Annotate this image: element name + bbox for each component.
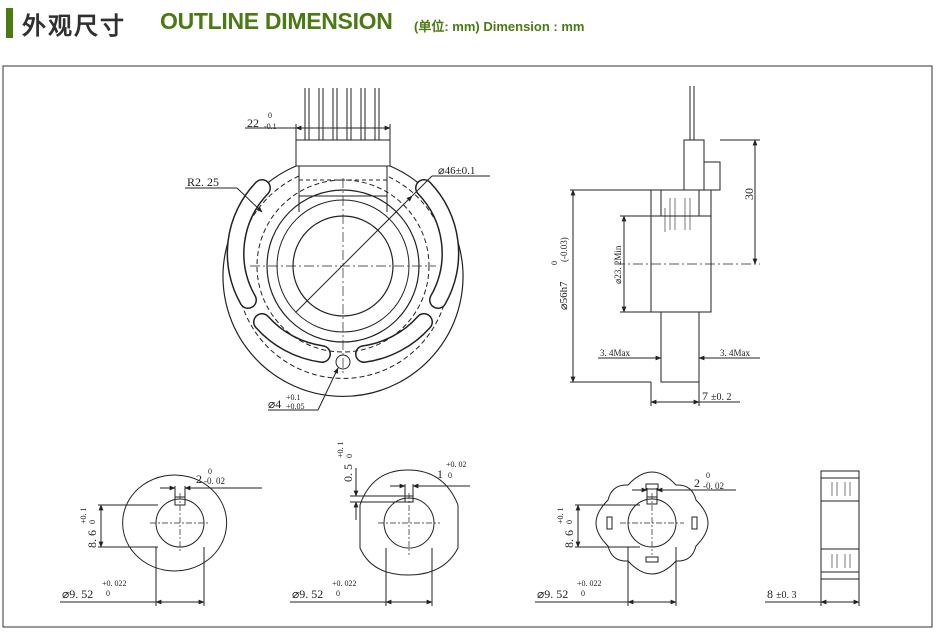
right-max-label: 3. 4Max — [720, 348, 750, 358]
hole-tol-upper: +0.1 — [286, 393, 301, 402]
shaft2-depth-tol-lower: 0 — [345, 454, 354, 458]
shaft1-dia: ⌀9. 52 — [62, 587, 93, 601]
shaft3-dia-tol-upper: +0. 022 — [577, 579, 602, 588]
sleeve-width: 8 — [767, 587, 773, 601]
shaft-view-3 — [535, 471, 736, 606]
shaft-view-1-labels: 2 0 -0. 02 8. 6 +0. 1 0 ⌀9. 52 +0. 022 0 — [62, 467, 225, 601]
outer-dia-label: ⌀46±0.1 — [438, 165, 475, 177]
title-english: OUTLINE DIMENSION — [160, 8, 393, 34]
shaft3-dia-tol-lower: 0 — [581, 589, 585, 598]
shaft1-flat-tol-upper: +0. 1 — [79, 507, 88, 524]
shaft1-dia-tol-lower: 0 — [106, 589, 110, 598]
inner-min-label: ⌀23. 2Min — [613, 245, 623, 284]
shaft-view-2 — [290, 468, 470, 606]
shaft2-key-tol-lower: 0 — [448, 471, 452, 480]
hole-dia-value: ⌀4 — [268, 397, 281, 411]
page-header: 外观尺寸 OUTLINE DIMENSION (单位: mm) Dimensio… — [0, 0, 937, 44]
width-dim-tol-upper: 0 — [268, 111, 272, 120]
shaft1-dia-tol-upper: +0. 022 — [102, 579, 127, 588]
shaft2-key-tol-upper: +0. 02 — [446, 460, 467, 469]
side-view-labels: 30 ⌀56h7 0 (-0.03) ⌀23. 2Min 3. 4Max 3. … — [550, 188, 756, 403]
shaft2-depth-tol-upper: +0. 1 — [336, 441, 345, 458]
sleeve-width-tol: ±0. 3 — [776, 590, 797, 601]
shaft2-dia-tol-upper: +0. 022 — [332, 579, 357, 588]
unit-english: Dimension : mm — [483, 19, 585, 34]
title-unit: (单位: mm) Dimension : mm — [414, 16, 584, 35]
shaft2-dia-tol-lower: 0 — [336, 589, 340, 598]
shaft3-dia: ⌀9. 52 — [537, 587, 568, 601]
side-view — [570, 86, 760, 406]
body-dia-tol: (-0.03) — [559, 237, 569, 262]
body-dia-tol-zero: 0 — [550, 261, 559, 265]
shaft3-flat-tol-upper: +0. 1 — [556, 507, 565, 524]
shaft2-dia: ⌀9. 52 — [292, 587, 323, 601]
drawing-frame — [2, 65, 933, 628]
width-dim-tol-lower: -0.1 — [264, 122, 277, 131]
shaft-view-3-labels: 2 0 -0. 02 8. 6 +0. 1 0 ⌀9. 52 +0. 022 0 — [537, 471, 724, 601]
width-dim-value: 22 — [247, 116, 259, 130]
shaft2-key-width: 1 — [437, 467, 443, 481]
height-label: 30 — [742, 188, 756, 200]
shaft2-depth: 0. 5 — [341, 464, 355, 482]
shaft-view-1 — [60, 474, 262, 606]
sleeve-view — [765, 470, 860, 606]
shaft1-flat-tol-lower: 0 — [88, 520, 97, 524]
shaft1-flat-dim: 8. 6 — [85, 530, 99, 548]
body-dia-label: ⌀56h7 — [558, 281, 570, 310]
front-view — [185, 88, 490, 411]
shaft3-key-tol-lower: -0. 02 — [703, 481, 724, 491]
radius-label: R2. 25 — [187, 175, 219, 189]
wire-leads — [304, 88, 380, 140]
header-accent-bar — [6, 8, 13, 38]
shaft3-key-tol-upper: 0 — [706, 471, 710, 480]
sleeve-view-labels: 8 ±0. 3 — [767, 587, 797, 601]
unit-chinese: (单位: mm) — [414, 19, 480, 34]
title-chinese: 外观尺寸 — [22, 12, 126, 40]
hole-tol-lower: +0.05 — [286, 402, 305, 411]
left-max-label: 3. 4Max — [600, 348, 630, 358]
shaft3-key-width: 2 — [694, 476, 700, 490]
shaft3-flat-tol-lower: 0 — [565, 520, 574, 524]
shaft1-key-width: 2 — [196, 472, 202, 486]
shaft1-key-tol-lower: -0. 02 — [204, 476, 225, 486]
thickness-value: 7 — [702, 389, 708, 403]
shaft-view-2-labels: 1 +0. 02 0 0. 5 +0. 1 0 ⌀9. 52 +0. 022 0 — [292, 441, 467, 601]
front-view-labels: 22 0 -0.1 R2. 25 ⌀46±0.1 ⌀4 +0.1 +0.05 — [187, 111, 475, 411]
shaft3-flat-dim: 8. 6 — [562, 530, 576, 548]
shaft1-key-tol-upper: 0 — [208, 467, 212, 476]
thickness-tol: ±0. 2 — [711, 392, 732, 403]
